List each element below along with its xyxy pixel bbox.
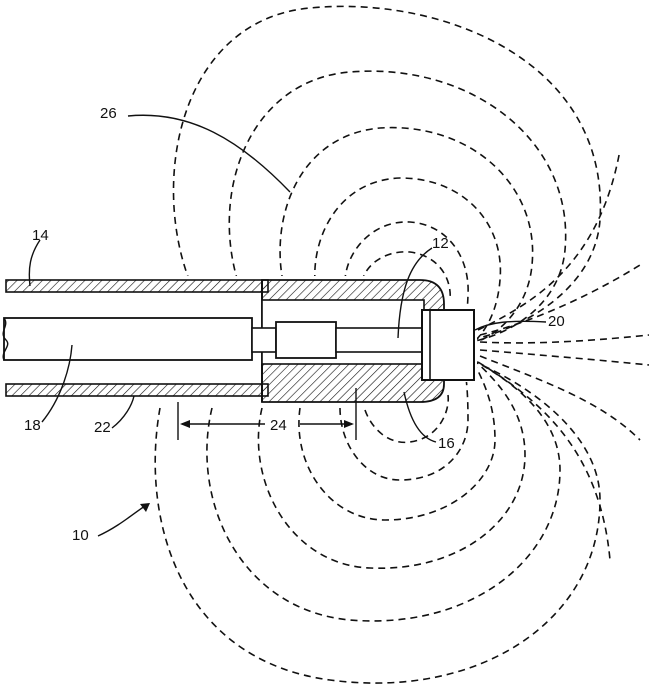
- sheath-top-wall: [6, 280, 268, 292]
- field-line-lower-1: [155, 360, 600, 683]
- leader-10: [98, 504, 148, 536]
- label-18: 18: [24, 417, 41, 434]
- field-line-right-4: [480, 350, 649, 365]
- label-14: 14: [32, 227, 49, 244]
- sheath-bottom-wall: [6, 384, 268, 396]
- connector-a: [252, 328, 276, 352]
- label-20: 20: [548, 313, 565, 330]
- field-line-right-5: [480, 356, 640, 440]
- label-16: 16: [438, 435, 455, 452]
- rod-12: [336, 328, 424, 352]
- connector-b: [276, 322, 336, 358]
- label-24: 24: [270, 417, 287, 434]
- label-22: 22: [94, 419, 111, 436]
- cable-18: [4, 318, 252, 360]
- label-26: 26: [100, 105, 117, 122]
- leader-26: [128, 115, 290, 192]
- label-12: 12: [432, 235, 449, 252]
- field-line-right-6: [478, 362, 610, 560]
- field-line-right-3: [480, 335, 649, 343]
- label-10: 10: [72, 527, 89, 544]
